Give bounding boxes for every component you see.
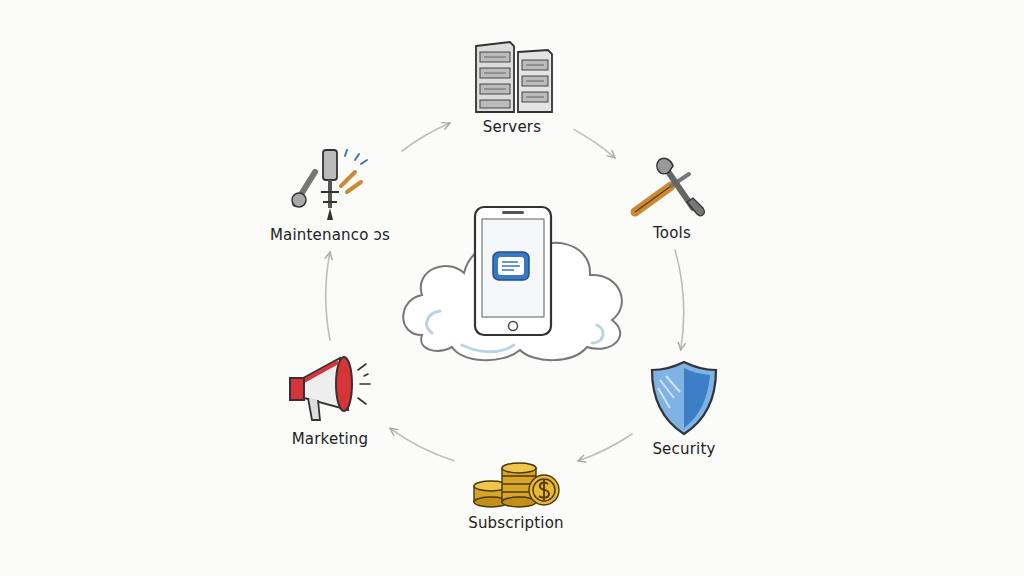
servers-item: Servers <box>456 36 568 138</box>
cycle-arrow <box>574 130 615 158</box>
marketing-item: Marketing <box>276 346 384 450</box>
cloud-phone-illustration <box>392 195 642 375</box>
cycle-arrow <box>578 434 632 461</box>
item-label: Servers <box>483 118 541 136</box>
maintenance-item: Maintenanco ɔs <box>264 140 396 246</box>
icon-illustration <box>462 38 562 116</box>
item-label: Maintenanco ɔs <box>270 226 390 244</box>
cycle-arrow <box>675 250 684 350</box>
icon-illustration <box>282 348 378 428</box>
cycle-arrow <box>390 428 454 460</box>
icon-illustration <box>627 152 717 222</box>
item-label: Subscription <box>468 514 564 532</box>
item-label: Security <box>652 440 715 458</box>
item-label: Marketing <box>292 430 369 448</box>
subscription-item: Subscription <box>460 450 572 534</box>
item-label: Tools <box>653 224 691 242</box>
icon-illustration <box>466 452 566 512</box>
icon-illustration <box>285 142 375 224</box>
cycle-arrow <box>402 123 450 151</box>
icon-illustration <box>644 358 724 438</box>
tools-item: Tools <box>621 150 723 244</box>
security-item: Security <box>638 356 730 460</box>
cycle-arrow <box>326 252 330 340</box>
